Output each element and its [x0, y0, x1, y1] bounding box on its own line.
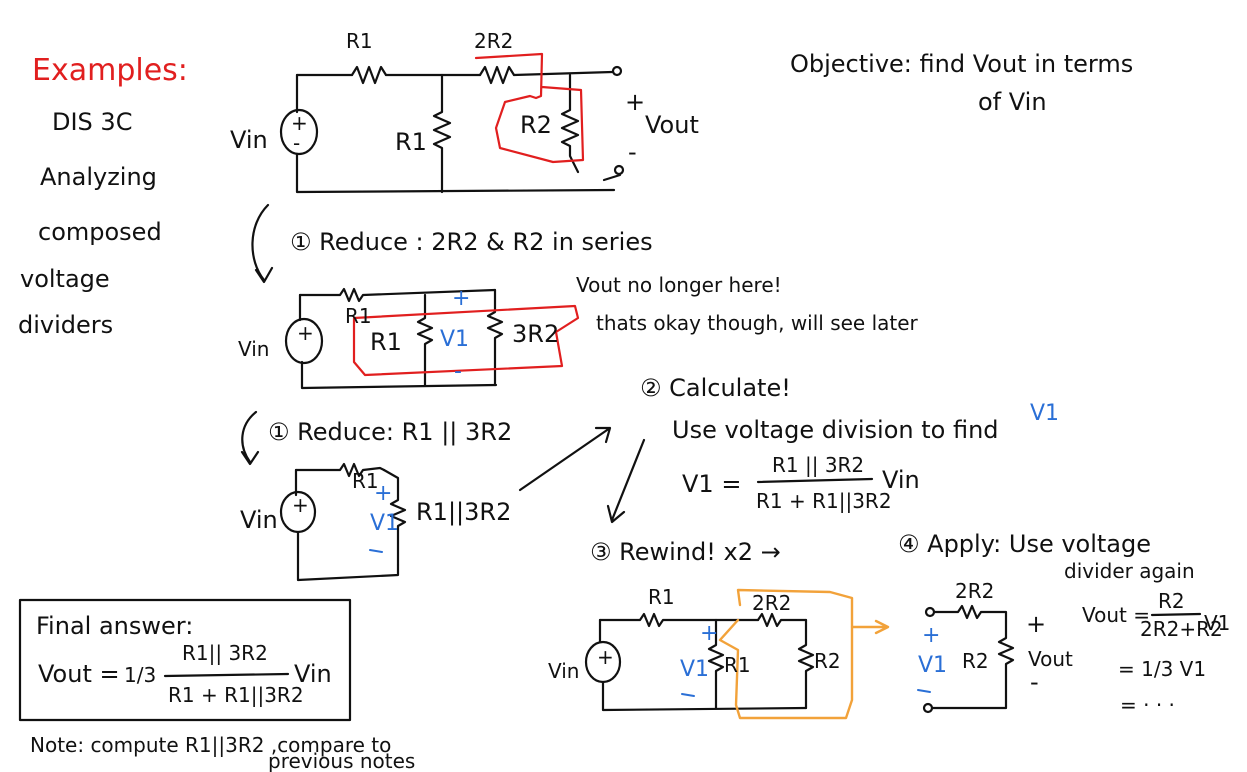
div-eq-tail: V1	[1204, 611, 1230, 635]
c2-r-b: 3R2	[512, 320, 559, 348]
c3-minus-blue	[369, 549, 383, 553]
c5-minus-blue	[917, 689, 931, 693]
circuit-2	[284, 287, 580, 390]
c1-shunt-resistor: R1	[395, 128, 427, 156]
c2-plus-blue: +	[452, 286, 470, 311]
circuit-1	[279, 52, 625, 194]
c1-series-resistor: 2R2	[474, 29, 513, 53]
div-eq-den: 2R2+R2	[1140, 617, 1223, 641]
note-line-4: voltage	[20, 265, 110, 293]
step1a-note-2: thats okay though, will see later	[596, 311, 919, 335]
final-answer-box	[18, 598, 352, 722]
step2-target: V1	[1030, 401, 1059, 426]
final-coef: 1/3	[124, 663, 156, 687]
c4-top-r1: R1	[648, 585, 675, 609]
c1-minus: -	[293, 131, 300, 155]
c4-v-label: V1	[680, 657, 709, 682]
c1-out-label: Vout	[645, 111, 699, 139]
step1a-note-1: Vout no longer here!	[576, 273, 782, 297]
c5-top-r: 2R2	[955, 579, 994, 603]
step2-frac-bar	[756, 477, 874, 484]
c3-top-resistor: R1	[352, 469, 379, 493]
step2-eq-num: R1 || 3R2	[772, 453, 864, 477]
c4-right-r: R2	[814, 649, 841, 673]
c5-plus-left: +	[922, 623, 940, 648]
c2-top-resistor: R1	[345, 304, 372, 328]
c3-source-label: Vin	[240, 506, 278, 534]
c1-source-label: Vin	[230, 126, 268, 154]
c3-plus-blue: +	[374, 481, 392, 506]
c5-minus: -	[1030, 668, 1039, 696]
step2-line: Use voltage division to find	[672, 416, 999, 444]
final-num: R1|| 3R2	[182, 641, 268, 665]
note-line-1: DIS 3C	[52, 108, 132, 136]
c4-plus-blue: +	[700, 621, 718, 646]
c1-out-resistor: R2	[520, 111, 552, 139]
circuit-4	[584, 588, 890, 720]
footnote-line-1: Note: compute R1||3R2 ,compare to	[30, 733, 391, 757]
step2-eq-tail: Vin	[882, 466, 920, 494]
footnote-line-2: previous notes	[268, 749, 415, 772]
c4-top-r2: 2R2	[752, 591, 791, 615]
div-eq-bar	[1150, 612, 1202, 617]
c1-out-plus: +	[625, 88, 645, 116]
c5-v-label: V1	[918, 653, 947, 678]
arrow-to-step3	[606, 438, 646, 524]
div-eq-line2: = 1/3 V1	[1118, 657, 1206, 681]
step3-text: ③ Rewind! x2 →	[590, 538, 781, 566]
final-tail: Vin	[294, 660, 332, 688]
step1b-text: ① Reduce: R1 || 3R2	[268, 418, 512, 446]
objective-line-2: of Vin	[978, 88, 1047, 116]
c3-v-label: V1	[370, 511, 399, 536]
final-frac-bar	[163, 672, 290, 678]
note-line-5: dividers	[18, 311, 113, 339]
c2-r-a: R1	[370, 328, 402, 356]
c3-r-out: R1||3R2	[416, 498, 511, 526]
examples-heading: Examples:	[32, 53, 188, 88]
note-line-3: composed	[38, 218, 162, 246]
c3-plus: +	[292, 493, 309, 517]
c1-plus: +	[291, 111, 308, 135]
objective-line-1: Objective: find Vout in terms	[790, 50, 1133, 78]
div-eq-lhs: Vout =	[1082, 603, 1150, 627]
final-lhs: Vout =	[38, 660, 120, 688]
note-line-2: Analyzing	[40, 163, 157, 191]
c1-top-resistor: R1	[346, 29, 373, 53]
c5-plus-right: +	[1026, 610, 1046, 638]
c5-out-label: Vout	[1028, 647, 1073, 671]
step4-text-2: divider again	[1064, 559, 1195, 583]
step1a-text: ① Reduce : 2R2 & R2 in series	[290, 228, 653, 256]
c4-plus: +	[597, 645, 614, 669]
final-den: R1 + R1||3R2	[168, 683, 304, 707]
c2-v-label: V1	[440, 327, 469, 352]
step2-eq-den: R1 + R1||3R2	[756, 489, 892, 513]
step2-title: ② Calculate!	[640, 374, 791, 402]
c4-mid-r: R1	[724, 653, 751, 677]
circuit-5	[922, 604, 1015, 714]
arrow-down-1	[251, 203, 274, 284]
c5-r: R2	[962, 649, 989, 673]
step4-text: ④ Apply: Use voltage	[898, 530, 1151, 558]
c2-plus: +	[297, 321, 314, 345]
final-title: Final answer:	[36, 612, 193, 640]
c1-out-minus: -	[628, 138, 637, 166]
step2-eq-lhs: V1 =	[682, 470, 741, 498]
circuit-3	[279, 462, 407, 582]
arrow-down-2	[240, 410, 260, 466]
c2-minus-blue: -	[454, 359, 462, 384]
arrow-to-step2	[518, 426, 612, 492]
div-eq-num: R2	[1158, 589, 1185, 613]
c4-minus-blue	[681, 693, 695, 697]
c2-source-label: Vin	[238, 337, 269, 361]
div-eq-line3: = · · ·	[1120, 693, 1175, 717]
c4-source-label: Vin	[548, 659, 579, 683]
